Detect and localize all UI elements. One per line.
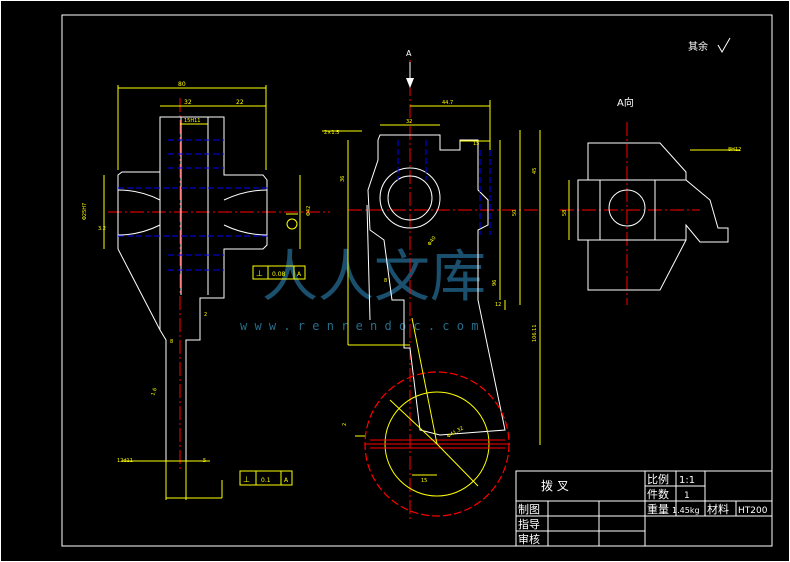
dim-2: 2: [204, 312, 207, 318]
mid-dim-106: 106.11: [532, 325, 538, 343]
dim-hole: 15H11: [184, 118, 200, 124]
tolerance-frame-1: ⊥ 0.08 A: [252, 265, 306, 280]
left-hidden-lines: [118, 139, 268, 271]
middle-view: A: [322, 49, 541, 520]
mid-dim-50: 50: [512, 210, 518, 216]
mid-dim-447: 44.7: [442, 100, 453, 106]
review-label: 审核: [518, 532, 540, 546]
drawing-frame: [61, 14, 773, 547]
scale-value: 1:1: [679, 475, 695, 486]
roughness-note: 其余: [688, 37, 731, 54]
right-dim-8h12: 8H12: [728, 147, 741, 153]
scale-label: 比例: [647, 472, 669, 486]
dim-phi42: Φ42: [306, 206, 312, 216]
right-body-outline: [577, 142, 729, 291]
middle-body-outline: [367, 134, 506, 436]
part-name: 拨 叉: [541, 479, 569, 493]
rough-1-6: 1.6: [150, 387, 158, 397]
drawn-label: 制图: [518, 503, 540, 516]
middle-hidden-lines: [397, 140, 491, 235]
mid-dim-rphi: Φ41.32: [446, 425, 465, 439]
mid-dim-phi: Φ40: [427, 235, 438, 247]
dim-5: 5: [203, 458, 206, 464]
tol-datum-2: A: [284, 477, 289, 484]
watermark-url: w w w . r e n r e n d o c . c o m: [240, 319, 478, 333]
mid-dim-8: 8: [384, 278, 387, 284]
watermark-brand: 人人文库: [262, 245, 486, 310]
view-arrow-head: [406, 78, 414, 88]
title-block: [515, 470, 773, 547]
middle-dimensions: [322, 100, 541, 476]
mid-dim-2: 2: [342, 423, 348, 426]
left-body-outline: [117, 116, 268, 462]
fork-radius-1: [389, 399, 438, 445]
guide-label: 指导: [518, 517, 540, 531]
dim-22: 22: [236, 99, 244, 106]
fork-circle-group: [364, 317, 510, 517]
mid-dim-15b: 15: [421, 478, 427, 484]
mid-dim-96: 96: [492, 280, 498, 286]
watermark: 人人文库 w w w . r e n r e n d o c . c o m: [240, 245, 486, 333]
view-a-label: A向: [617, 96, 634, 109]
weight-label: 重量: [647, 502, 669, 516]
dim-8: 8: [170, 339, 173, 345]
middle-boss: [379, 167, 441, 229]
right-view: A向 8H12 58: [560, 96, 741, 305]
mid-dim-12: 12: [495, 302, 501, 308]
dim-80: 80: [178, 81, 186, 88]
material-label: 材料: [707, 502, 729, 516]
mid-dim-36: 36: [340, 176, 346, 182]
tolerance-frame-2: ⊥ 0.1 A: [239, 470, 293, 486]
material-value: HT200: [738, 506, 768, 516]
left-fillets: [117, 189, 268, 236]
view-marker-a: A: [406, 49, 412, 58]
roughness-note-text: 其余: [688, 40, 708, 53]
tol-value-2: 0.1: [261, 477, 271, 484]
middle-arm-left: [366, 204, 371, 321]
left-dimensions: [103, 85, 301, 500]
weight-value: 1.45kg: [672, 506, 700, 515]
mid-dim-15: 15: [473, 141, 479, 147]
middle-bore-outer: [387, 175, 433, 221]
dim-chamfer: 2×1.5: [324, 130, 339, 136]
dim-phi25: Φ25H7: [82, 203, 88, 220]
left-view: 80 32 22 15H11 Φ25H7 Φ42 8 2 12d11 5 3.2…: [82, 81, 330, 500]
fork-radius-3: [411, 317, 438, 445]
dim-32: 32: [184, 99, 192, 106]
right-dimensions: [568, 149, 740, 240]
datum-a-marker: [286, 213, 298, 230]
tol-datum-1: A: [297, 271, 302, 278]
fork-radius-2: [436, 443, 479, 487]
svg-text:⊥: ⊥: [243, 475, 250, 484]
roughness-symbol-icon: [717, 37, 731, 54]
rough-3-2: 3.2: [98, 226, 106, 232]
right-dim-58: 58: [562, 210, 568, 216]
count-label: 件数: [647, 488, 669, 501]
mid-dim-32: 32: [406, 119, 412, 125]
mid-dim-45: 45: [532, 168, 538, 174]
count-value: 1: [684, 491, 690, 501]
dim-12d11: 12d11: [117, 458, 133, 464]
svg-text:⊥: ⊥: [256, 269, 263, 278]
right-bore: [608, 189, 646, 227]
tol-value-1: 0.08: [272, 271, 286, 278]
